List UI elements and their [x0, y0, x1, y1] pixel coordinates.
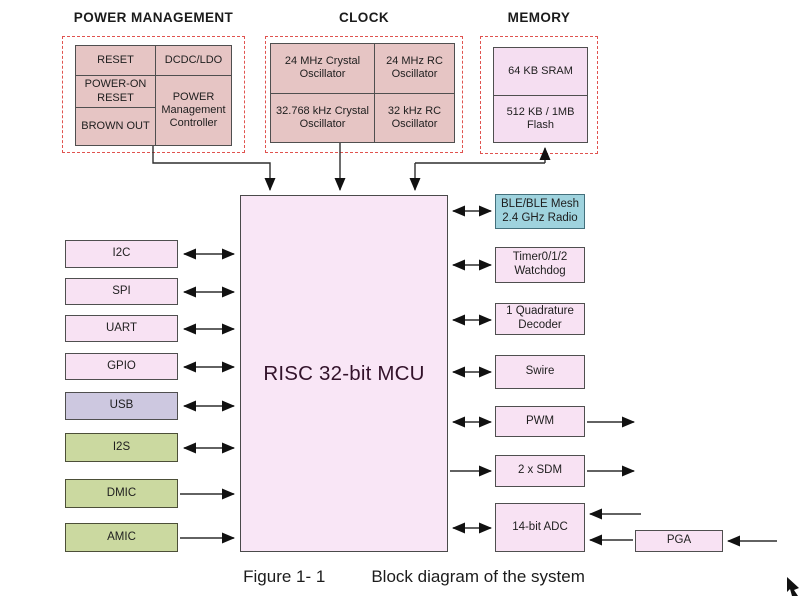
clock-outline	[265, 36, 463, 153]
i2s-block: I2S	[65, 433, 178, 462]
reset-cell: RESET	[76, 46, 155, 75]
crystal-32khz-cell: 32.768 kHz Crystal Oscillator	[271, 93, 374, 142]
spi-block: SPI	[65, 278, 178, 305]
clock-table: 24 MHz Crystal Oscillator 24 MHz RC Osci…	[270, 43, 455, 143]
figure-caption-text: Block diagram of the system	[371, 567, 585, 586]
mcu-block: RISC 32-bit MCU	[240, 195, 448, 552]
uart-block: UART	[65, 315, 178, 342]
flash-cell: 512 KB / 1MB Flash	[494, 95, 587, 142]
i2c-block: I2C	[65, 240, 178, 268]
gpio-block: GPIO	[65, 353, 178, 380]
amic-block: AMIC	[65, 523, 178, 552]
brown-out-cell: BROWN OUT	[76, 108, 155, 145]
power-management-title: POWER MANAGEMENT	[73, 10, 234, 25]
figure-caption: Figure 1- 1 Block diagram of the system	[14, 567, 800, 587]
quadrature-decoder-block: 1 Quadrature Decoder	[495, 303, 585, 335]
memory-outline	[480, 36, 598, 154]
usb-block: USB	[65, 392, 178, 420]
pwm-block: PWM	[495, 406, 585, 437]
crystal-24mhz-cell: 24 MHz Crystal Oscillator	[271, 44, 374, 93]
rc-32khz-cell: 32 kHz RC Oscillator	[375, 93, 454, 142]
figure-caption-number: Figure 1- 1	[243, 567, 326, 586]
memory-title: MEMORY	[507, 10, 571, 25]
left-connectors	[180, 248, 235, 544]
pga-block: PGA	[635, 530, 723, 552]
adc-block: 14-bit ADC	[495, 503, 585, 552]
ble-radio-block: BLE/BLE Mesh 2.4 GHz Radio	[495, 194, 585, 229]
timer-watchdog-block: Timer0/1/2 Watchdog	[495, 247, 585, 283]
clock-title: CLOCK	[339, 10, 389, 25]
memory-table: 64 KB SRAM 512 KB / 1MB Flash	[493, 47, 588, 143]
power-on-reset-cell: POWER-ON RESET	[76, 76, 155, 107]
dmic-block: DMIC	[65, 479, 178, 508]
power-management-controller-cell: POWER Management Controller	[156, 76, 231, 145]
power-management-table: RESET DCDC/LDO POWER-ON RESET POWER Mana…	[75, 45, 232, 146]
sdm-block: 2 x SDM	[495, 455, 585, 487]
rc-24mhz-cell: 24 MHz RC Oscillator	[375, 44, 454, 93]
sram-cell: 64 KB SRAM	[494, 48, 587, 95]
swire-block: Swire	[495, 355, 585, 389]
dcdc-ldo-cell: DCDC/LDO	[156, 46, 231, 75]
